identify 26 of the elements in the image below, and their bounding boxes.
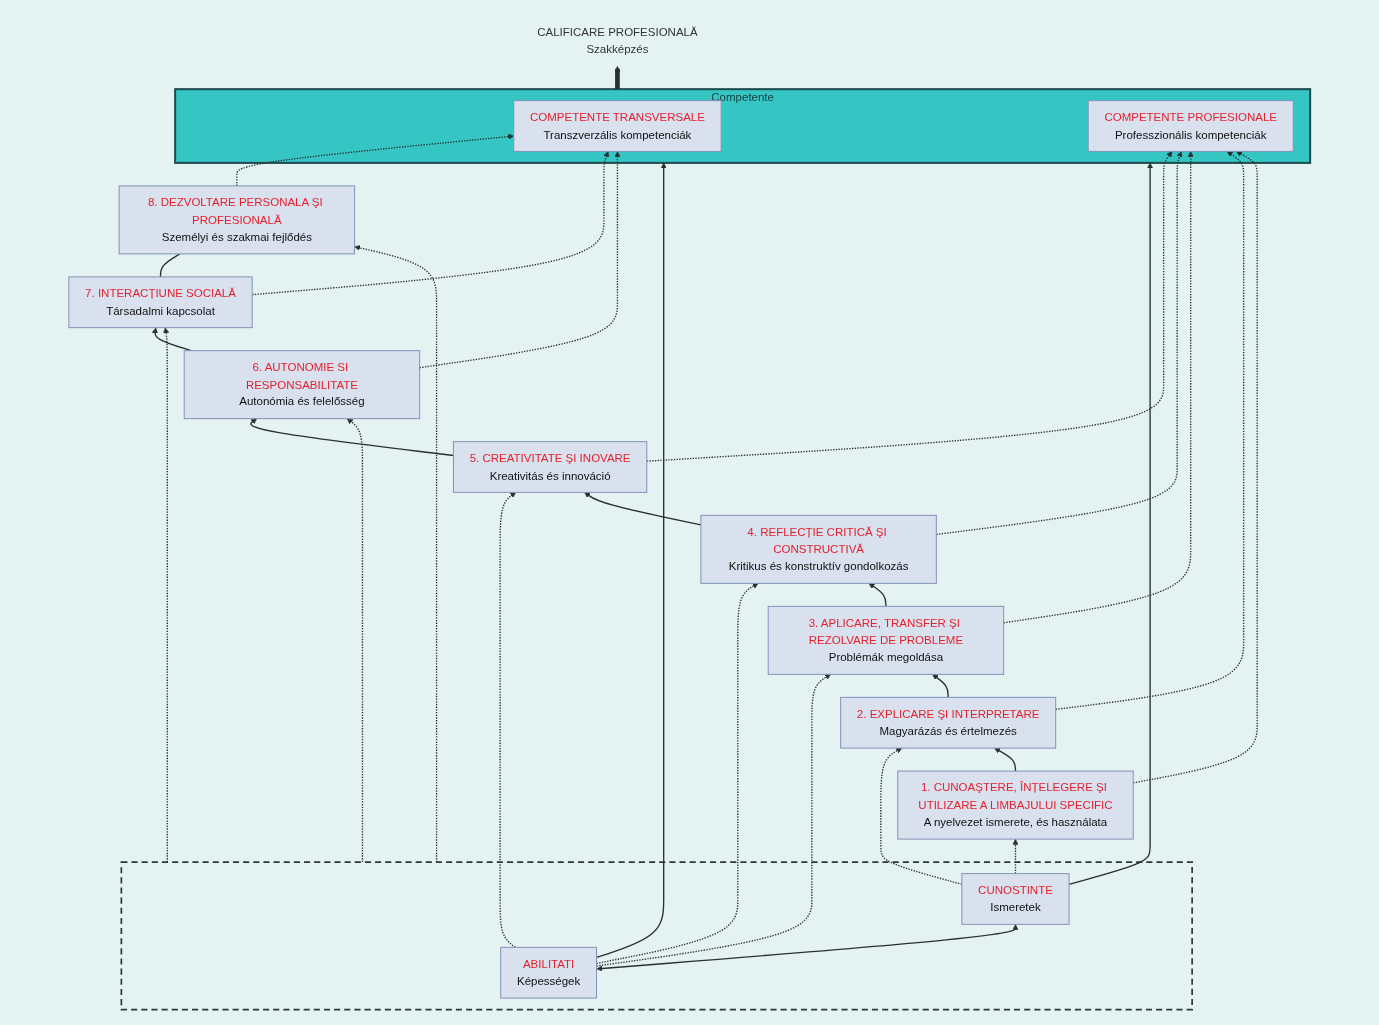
- arrow: [163, 327, 170, 863]
- node-box: CUNOSTINTE Ismeretek: [961, 873, 1070, 925]
- node-box: 3. APLICARE, TRANSFER ŞI REZOLVARE DE PROBLEME Problémák megoldása: [767, 605, 1005, 675]
- node-box: 4. REFLECȚIE CRITICĂ ŞI CONSTRUCTIVĂ Kritikus és konstruktív gondolkozás: [700, 514, 937, 584]
- arrow: [994, 747, 1017, 772]
- node-box: 6. AUTONOMIE SI RESPONSABILITATE Autonómia és felelősség: [183, 350, 421, 420]
- arrow: [614, 65, 621, 90]
- node-box: 2. EXPLICARE ŞI INTERPRETARE Magyarázás és értelmezés: [840, 696, 1057, 749]
- arrow: [646, 151, 1173, 462]
- node-box: 1. CUNOAŞTERE, ÎNȚELEGERE ŞI UTILIZARE A LIMBAJULUI SPECIFIC A nyelvezet ismerete, és használata: [897, 770, 1134, 840]
- node-box: COMPETENTE PROFESIONALE Professzionális kompetenciák: [1087, 100, 1294, 152]
- node-box: COMPETENTE TRANSVERSALE Transzverzális kompetenciák: [513, 100, 722, 152]
- arrow: [354, 245, 438, 863]
- cluster: [120, 861, 1193, 1011]
- connector: [159, 253, 181, 278]
- node-text: CALIFICARE PROFESIONALĂ Szakképzés: [537, 25, 698, 56]
- arrow: [499, 492, 516, 949]
- arrow: [346, 418, 364, 863]
- arrow: [932, 674, 949, 699]
- arrow: [1055, 151, 1245, 710]
- node-box: 7. INTERACȚIUNE SOCIALĂ Társadalmi kapcsolat: [68, 276, 253, 329]
- node-box: ABILITATI Képességek: [500, 946, 597, 999]
- arrow: [596, 924, 1019, 972]
- node-box: 5. CREATIVITATE ŞI INOVARE Kreativitás és innováció: [452, 441, 648, 493]
- arrow: [868, 583, 887, 608]
- node-box: 8. DEZVOLTARE PERSONALA ŞI PROFESIONALĂ Személyi és szakmai fejlődés: [118, 185, 356, 255]
